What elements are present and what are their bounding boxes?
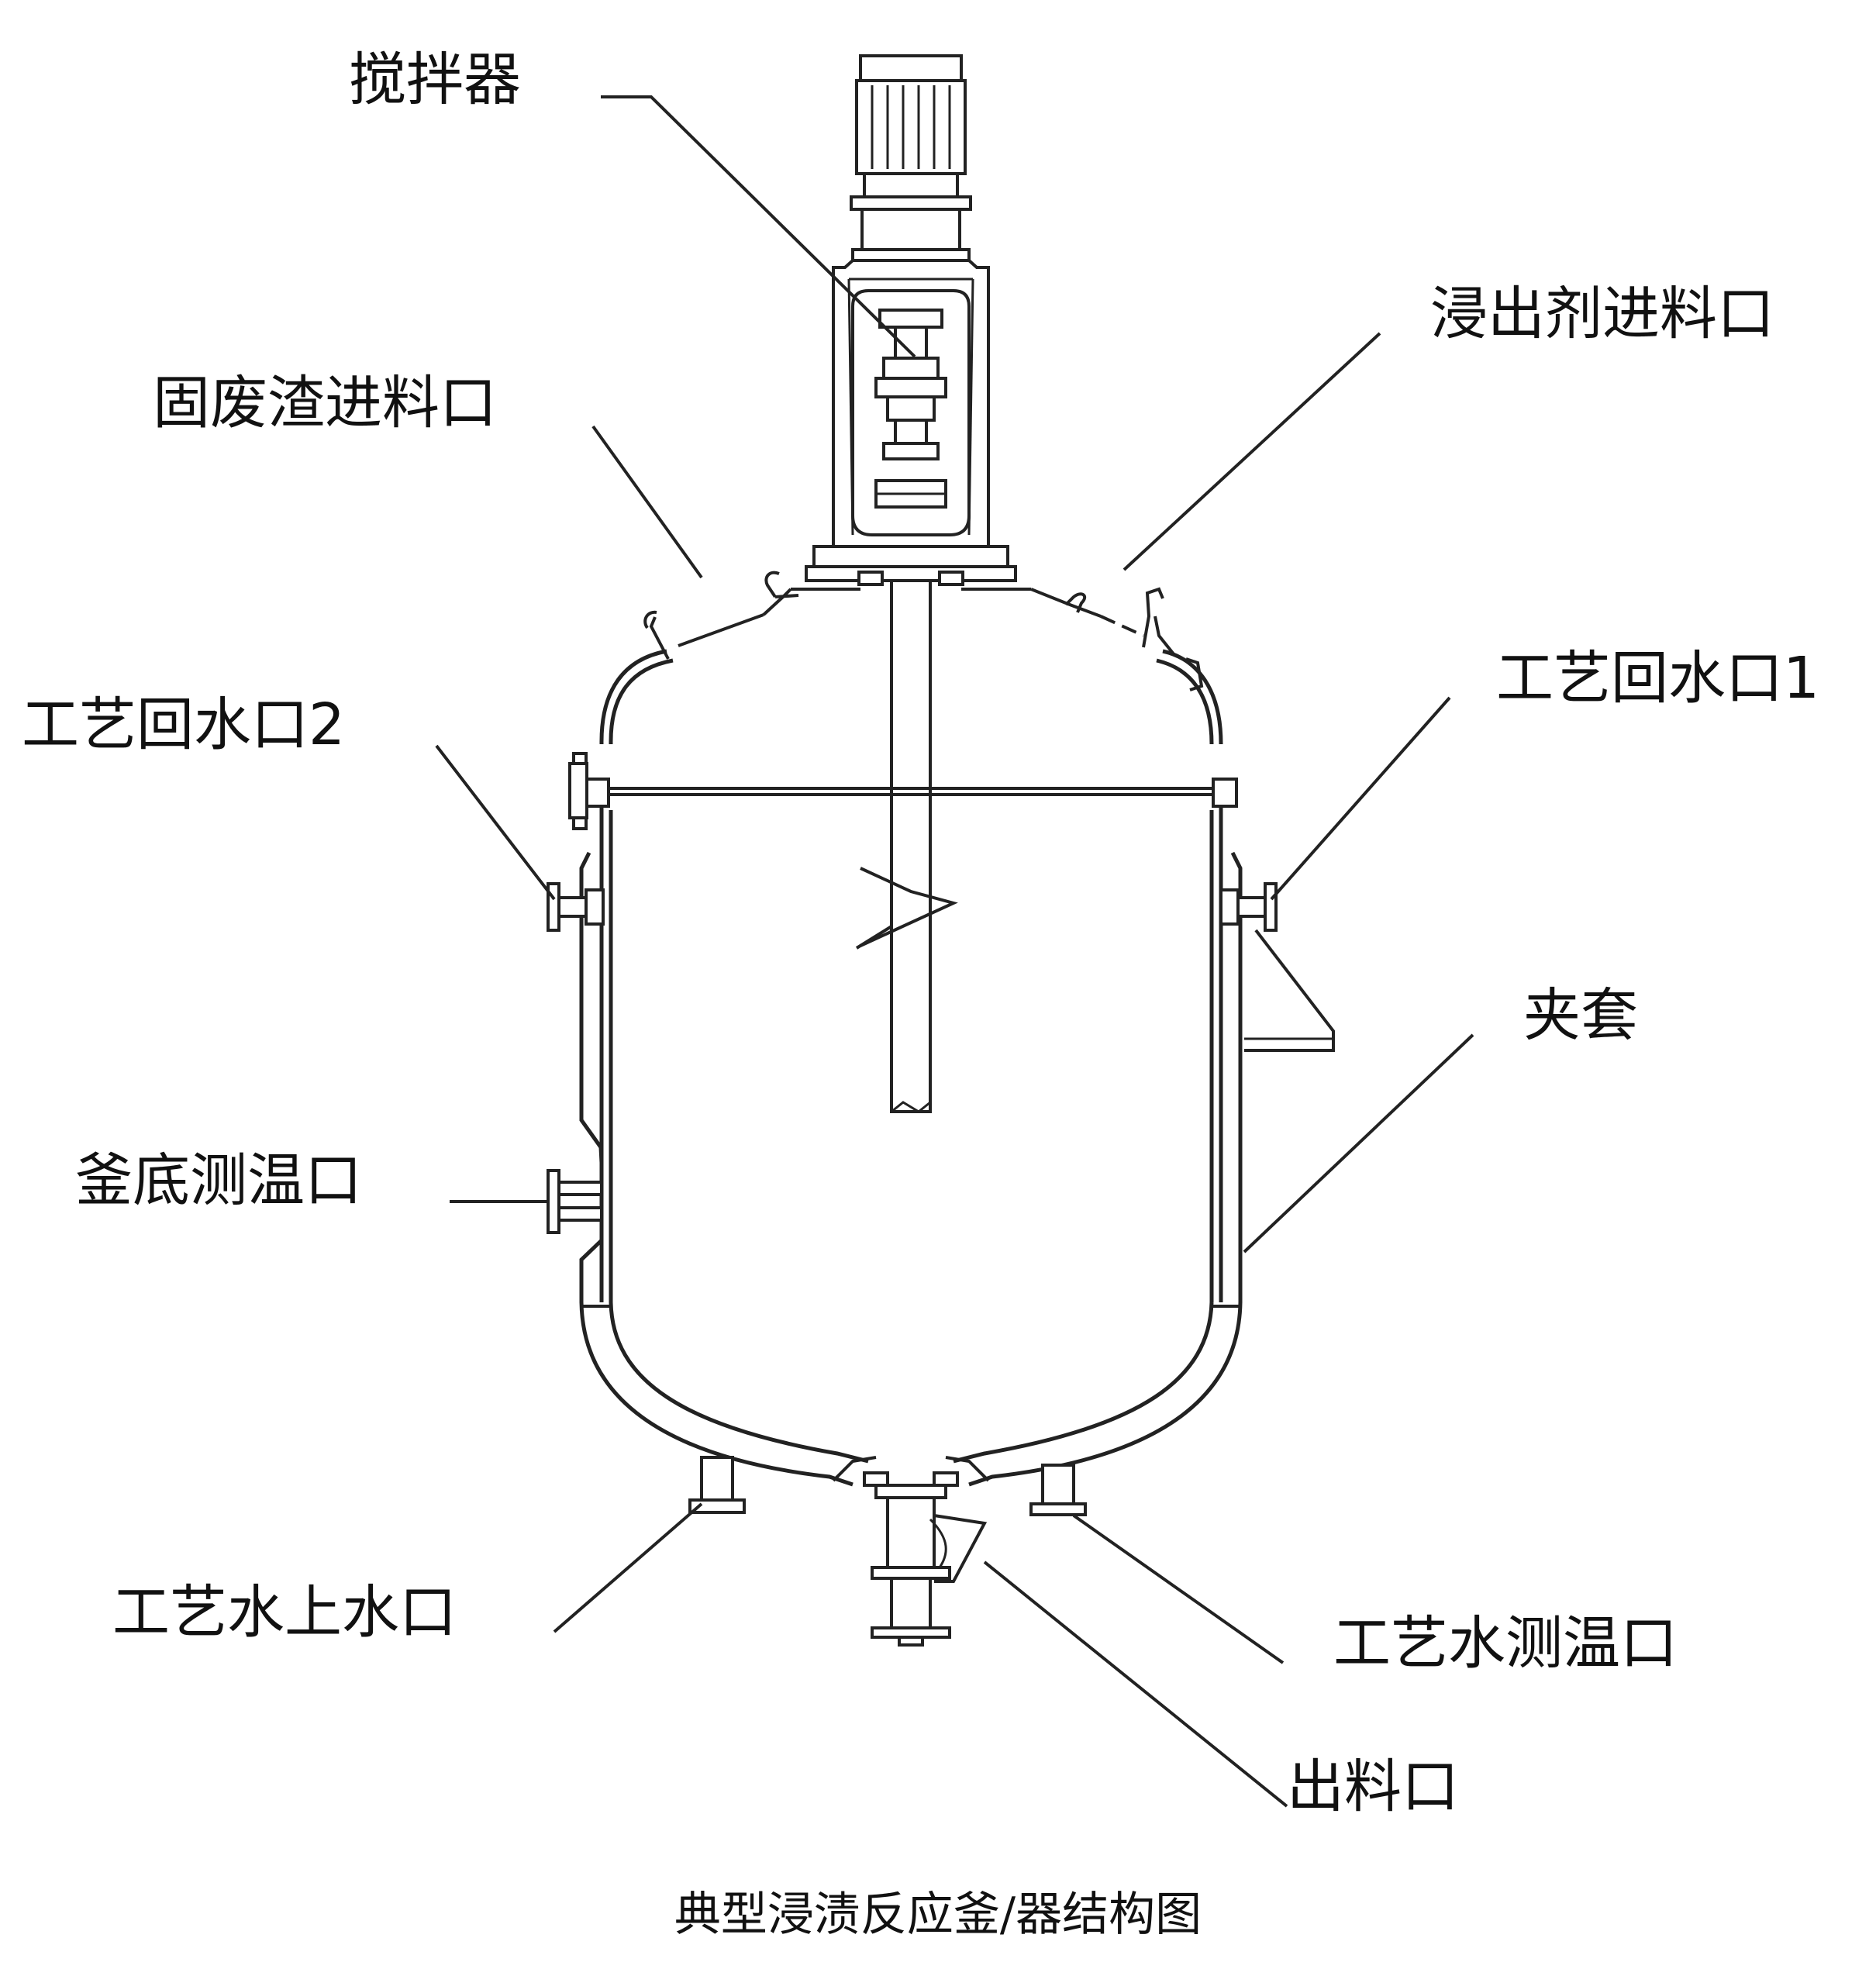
leader-water-temp — [1072, 1514, 1285, 1664]
motor — [850, 54, 972, 262]
body-flange — [568, 752, 1238, 830]
water-supply-nozzle — [688, 1456, 746, 1514]
leader-agitator — [601, 95, 916, 358]
label-jacket: 夹套 — [1523, 982, 1638, 1049]
water-temp-nozzle — [1029, 1464, 1087, 1516]
label-return-water-1: 工艺回水口1 — [1496, 645, 1819, 712]
label-solid-inlet: 固废渣进料口 — [153, 370, 497, 436]
diagram-caption: 典型浸渍反应釜/器结构图 — [674, 1888, 1202, 1942]
labels: 搅拌器 浸出剂进料口 固废渣进料口 工艺回水口1 工艺回水口2 夹套 釜底测温口… — [22, 47, 1819, 1820]
bottom-temp-nozzle — [547, 1169, 603, 1234]
label-leach-inlet: 浸出剂进料口 — [1430, 281, 1774, 347]
return-water-1-nozzle — [1219, 882, 1278, 932]
drive-frame — [805, 259, 1017, 586]
head-nozzle-left — [764, 571, 799, 598]
label-outlet: 出料口 — [1287, 1753, 1459, 1820]
leader-jacket — [1243, 1033, 1474, 1253]
label-return-water-2: 工艺回水口2 — [22, 691, 345, 758]
top-head — [599, 588, 1223, 745]
leach-inlet-nozzle — [1142, 587, 1204, 691]
leader-return-water-2 — [435, 744, 556, 901]
label-water-supply: 工艺水上水口 — [112, 1579, 457, 1646]
label-agitator: 搅拌器 — [349, 47, 521, 113]
return-water-2-nozzle — [547, 882, 605, 932]
bottom-outlet — [832, 1456, 990, 1647]
impeller — [855, 867, 958, 950]
label-bottom-temp: 釜底测温口 — [75, 1147, 362, 1214]
agitator-shaft — [890, 579, 932, 1113]
leader-outlet — [983, 1560, 1288, 1808]
head-nozzle-right — [1064, 592, 1087, 613]
label-water-temp: 工艺水测温口 — [1333, 1610, 1678, 1677]
leader-lines — [435, 95, 1474, 1808]
leader-water-supply — [553, 1502, 703, 1633]
leader-return-water-1 — [1270, 696, 1451, 901]
leader-solid-inlet — [591, 425, 703, 579]
solid-inlet-nozzle — [643, 610, 670, 660]
support-lug — [1244, 929, 1335, 1052]
leader-leach-inlet — [1122, 332, 1381, 571]
